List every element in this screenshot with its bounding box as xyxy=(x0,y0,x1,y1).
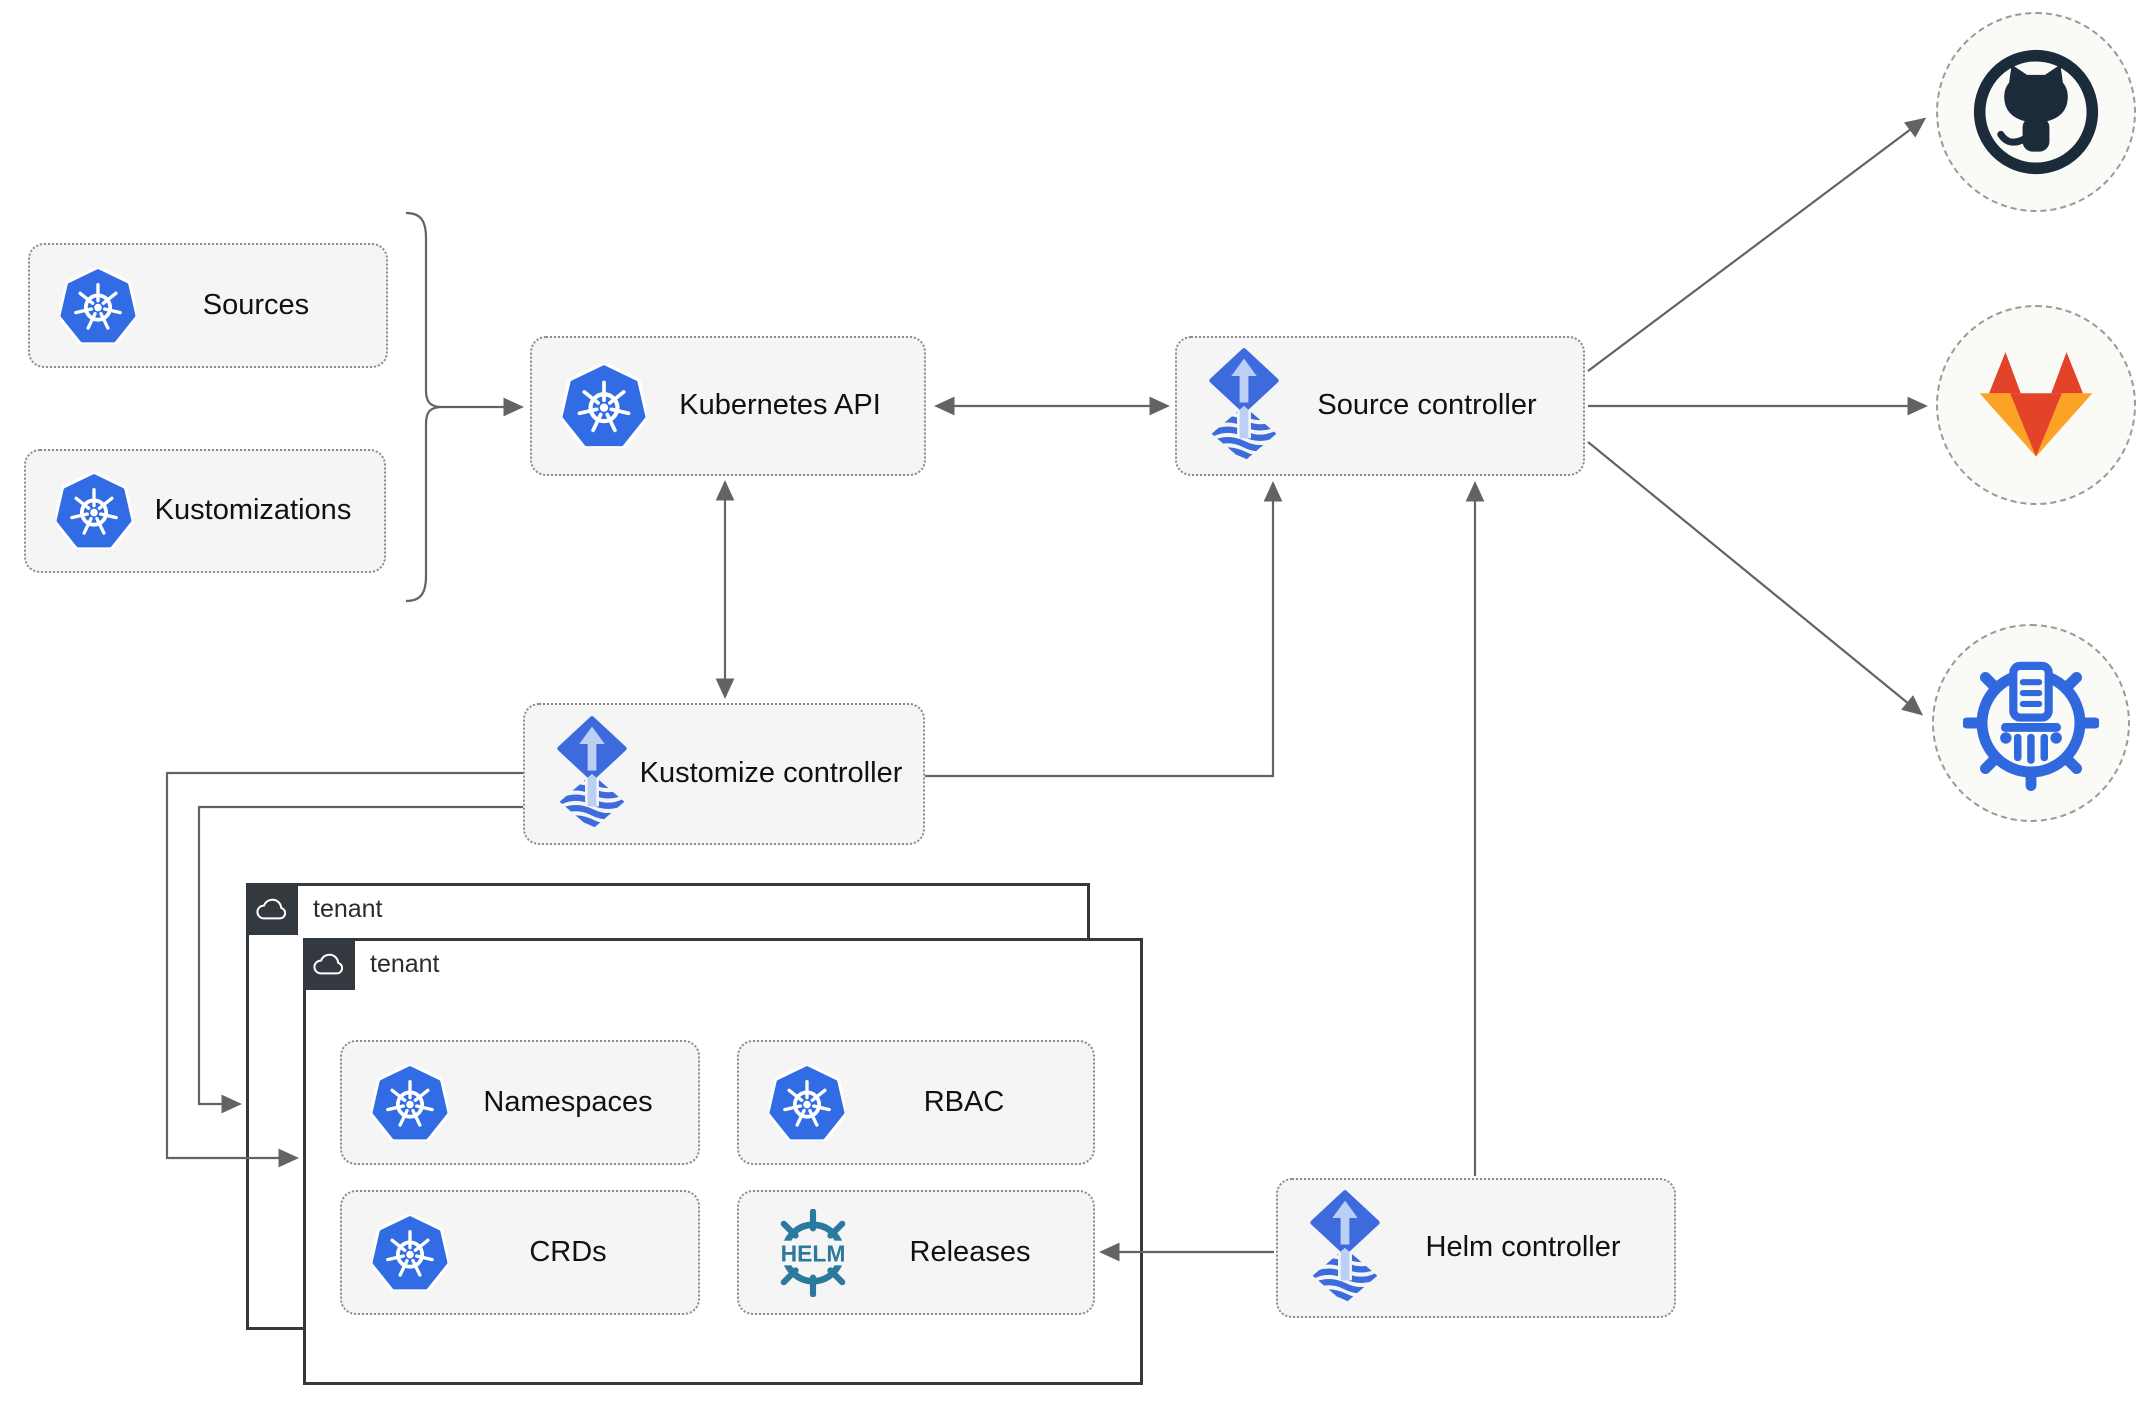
edge-bracket-sources xyxy=(405,211,442,603)
node-helm-controller: Helm controller xyxy=(1276,1178,1676,1318)
tenant-tab xyxy=(246,883,298,935)
node-label: Source controller xyxy=(1317,389,1537,422)
cloud-icon xyxy=(256,898,288,921)
endpoint-helm-repository xyxy=(1932,624,2130,822)
tenant-label: tenant xyxy=(313,895,383,923)
node-label: CRDs xyxy=(529,1235,607,1268)
node-rbac: RBAC xyxy=(737,1040,1095,1165)
node-label: Kustomizations xyxy=(154,494,352,527)
kubernetes-icon xyxy=(562,364,646,448)
kubernetes-icon xyxy=(769,1065,845,1141)
kubernetes-icon xyxy=(60,268,136,344)
node-label: RBAC xyxy=(923,1085,1005,1118)
node-source-controller: Source controller xyxy=(1175,336,1585,476)
kubernetes-icon xyxy=(372,1215,448,1291)
helm-icon xyxy=(769,1209,857,1297)
flux-icon xyxy=(555,716,629,832)
node-label: Namespaces xyxy=(483,1085,653,1118)
chartmuseum-helm-repository-icon xyxy=(1963,655,2099,791)
kubernetes-icon xyxy=(372,1065,448,1141)
node-label: Kubernetes API xyxy=(679,389,881,422)
kubernetes-icon xyxy=(56,473,132,549)
node-label: Releases xyxy=(909,1235,1031,1268)
flux-icon xyxy=(1207,348,1281,464)
node-kubernetes-api: Kubernetes API xyxy=(530,336,926,476)
endpoint-gitlab xyxy=(1936,305,2136,505)
node-namespaces: Namespaces xyxy=(340,1040,700,1165)
node-label: Kustomize controller xyxy=(639,757,903,790)
flux-icon xyxy=(1308,1190,1382,1306)
tenant-tab xyxy=(303,938,355,990)
edge-kustomize-to-source xyxy=(925,481,1283,778)
node-sources: Sources xyxy=(28,243,388,368)
node-releases: Releases xyxy=(737,1190,1095,1315)
tenant-label: tenant xyxy=(370,950,440,978)
node-label: Sources xyxy=(202,288,310,321)
endpoint-github xyxy=(1936,12,2136,212)
gitlab-icon xyxy=(1977,351,2095,459)
edge-source-to-helm-repository xyxy=(1587,441,1924,716)
node-kustomizations: Kustomizations xyxy=(24,449,386,573)
cloud-icon xyxy=(313,953,345,976)
edge-source-to-github xyxy=(1587,117,1927,372)
node-label: Helm controller xyxy=(1425,1231,1621,1264)
node-crds: CRDs xyxy=(340,1190,700,1315)
github-icon xyxy=(1972,48,2100,176)
node-kustomize-controller: Kustomize controller xyxy=(523,703,925,845)
